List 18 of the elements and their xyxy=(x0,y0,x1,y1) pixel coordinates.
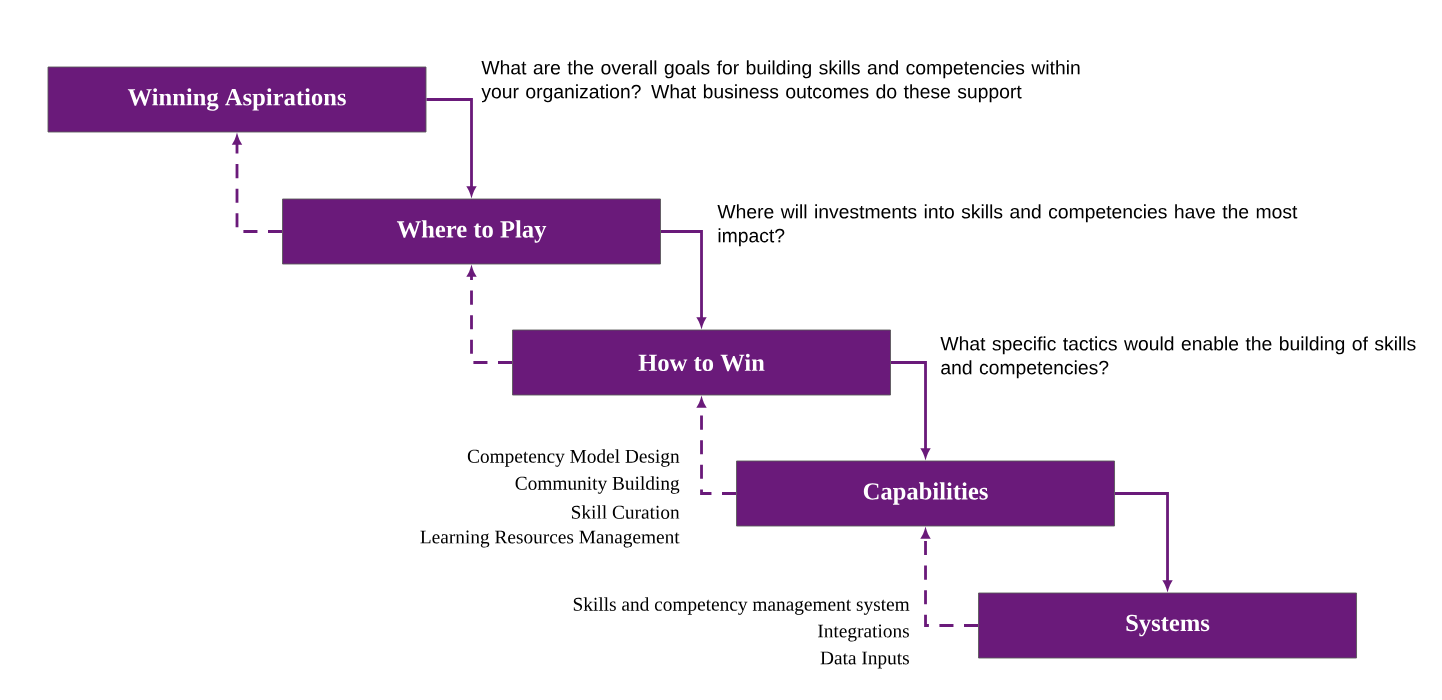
list-item: Integrations xyxy=(818,624,909,642)
list-item: Community Building xyxy=(515,476,680,494)
process-box: Where to Play xyxy=(282,198,661,265)
process-box: Capabilities xyxy=(736,460,1115,527)
process-box: Winning Aspirations xyxy=(47,66,427,133)
list-item: Skill Curation xyxy=(571,505,680,519)
arrow xyxy=(921,529,979,627)
list-item: Competency Model Design xyxy=(467,449,680,467)
arrow xyxy=(426,98,476,196)
list-item: Learning Resources Management xyxy=(420,530,680,548)
list-item: Skills and competency management system xyxy=(573,597,910,615)
process-box: How to Win xyxy=(512,329,891,396)
question-text: What specific tactics would enable the building of skills and competencies? xyxy=(940,336,1416,379)
list-item: Data Inputs xyxy=(820,651,909,669)
question-text: What are the overall goals for building skills and competencies within your organization? What business outcomes do these support xyxy=(481,60,1080,103)
arrow xyxy=(232,135,283,233)
question-text: Where will investments into skills and competencies have the most impact? xyxy=(717,204,1298,247)
process-box: Systems xyxy=(978,592,1357,659)
